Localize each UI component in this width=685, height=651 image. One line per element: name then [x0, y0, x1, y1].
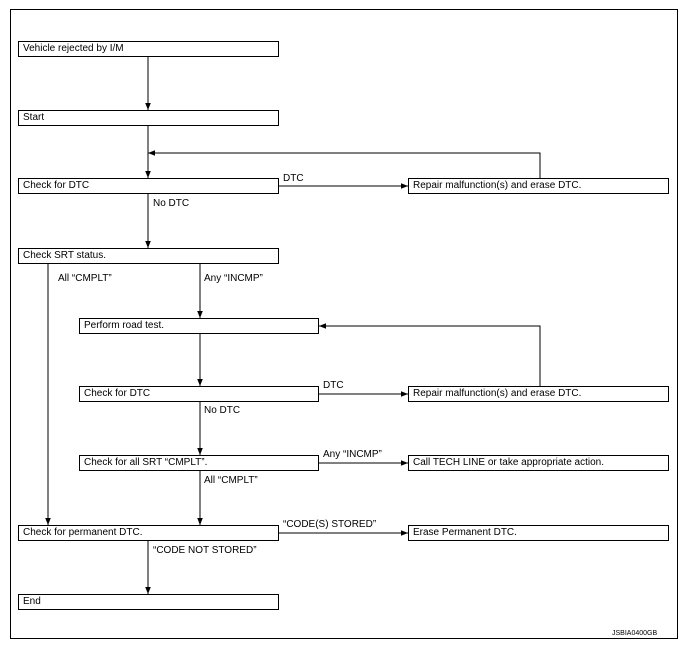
node-check-dtc-1: Check for DTC: [18, 178, 279, 194]
edge-label-dtc-1: DTC: [283, 173, 304, 184]
node-end: End: [18, 594, 279, 610]
node-repair-2: Repair malfunction(s) and erase DTC.: [408, 386, 669, 402]
node-check-dtc-2: Check for DTC: [79, 386, 319, 402]
arrow-repair-loop-1: [148, 150, 541, 178]
node-erase-permanent-dtc: Erase Permanent DTC.: [408, 525, 669, 541]
node-vehicle-rejected: Vehicle rejected by I/M: [18, 41, 279, 57]
edge-label-dtc-2: DTC: [323, 380, 344, 391]
node-start: Start: [18, 110, 279, 126]
diagram-frame: [10, 9, 678, 639]
node-repair-1: Repair malfunction(s) and erase DTC.: [408, 178, 669, 194]
node-check-permanent-dtc: Check for permanent DTC.: [18, 525, 279, 541]
edge-label-codes-stored: “CODE(S) STORED”: [283, 519, 377, 530]
edge-label-no-dtc-1: No DTC: [153, 198, 190, 209]
edge-label-all-cmplt-2: All “CMPLT”: [204, 475, 258, 486]
edge-label-no-dtc-2: No DTC: [204, 405, 241, 416]
edge-label-all-cmplt-1: All “CMPLT”: [58, 273, 112, 284]
node-check-srt-status: Check SRT status.: [18, 248, 279, 264]
arrow-repair-loop-2: [319, 323, 541, 386]
node-call-tech-line: Call TECH LINE or take appropriate actio…: [408, 455, 669, 471]
node-check-all-srt: Check for all SRT “CMPLT”.: [79, 455, 319, 471]
edge-label-any-incmp-1: Any “INCMP”: [204, 273, 263, 284]
edge-label-any-incmp-2: Any “INCMP”: [323, 449, 382, 460]
edge-label-code-not-stored: “CODE NOT STORED”: [153, 545, 257, 556]
figure-reference-code: JSBIA0400GB: [612, 630, 658, 637]
node-perform-road-test: Perform road test.: [79, 318, 319, 334]
